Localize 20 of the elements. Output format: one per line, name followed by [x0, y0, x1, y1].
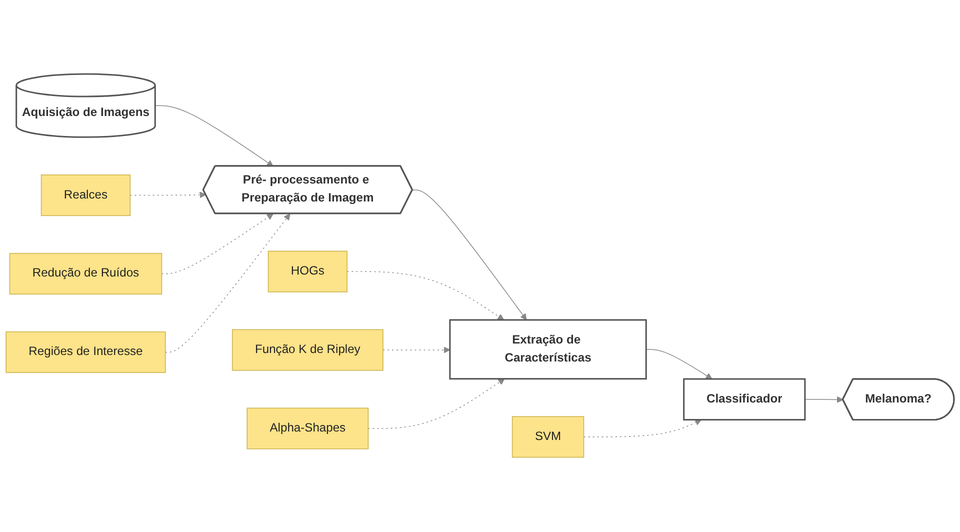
node-box: Redução de Ruídos — [9, 253, 162, 295]
node-box: Realces — [40, 174, 131, 216]
arrow — [161, 214, 274, 274]
node-box: Classificador — [683, 378, 806, 421]
node-box: Alpha-Shapes — [246, 408, 369, 450]
arrow — [346, 272, 504, 321]
node-box: Extração de Características — [449, 320, 647, 380]
arrow — [382, 346, 450, 354]
arrow — [130, 192, 206, 198]
node-box: Função K de Ripley — [232, 330, 384, 372]
node-box: HOGs — [268, 251, 348, 293]
arrow — [412, 190, 527, 321]
arrow — [368, 378, 505, 430]
arrow — [804, 396, 844, 404]
arrow — [154, 106, 274, 167]
arrow — [583, 420, 702, 438]
node-box: Regiões de Interesse — [6, 332, 166, 374]
arrow — [165, 214, 290, 353]
arrow — [646, 349, 712, 380]
node-box: SVM — [512, 416, 584, 458]
